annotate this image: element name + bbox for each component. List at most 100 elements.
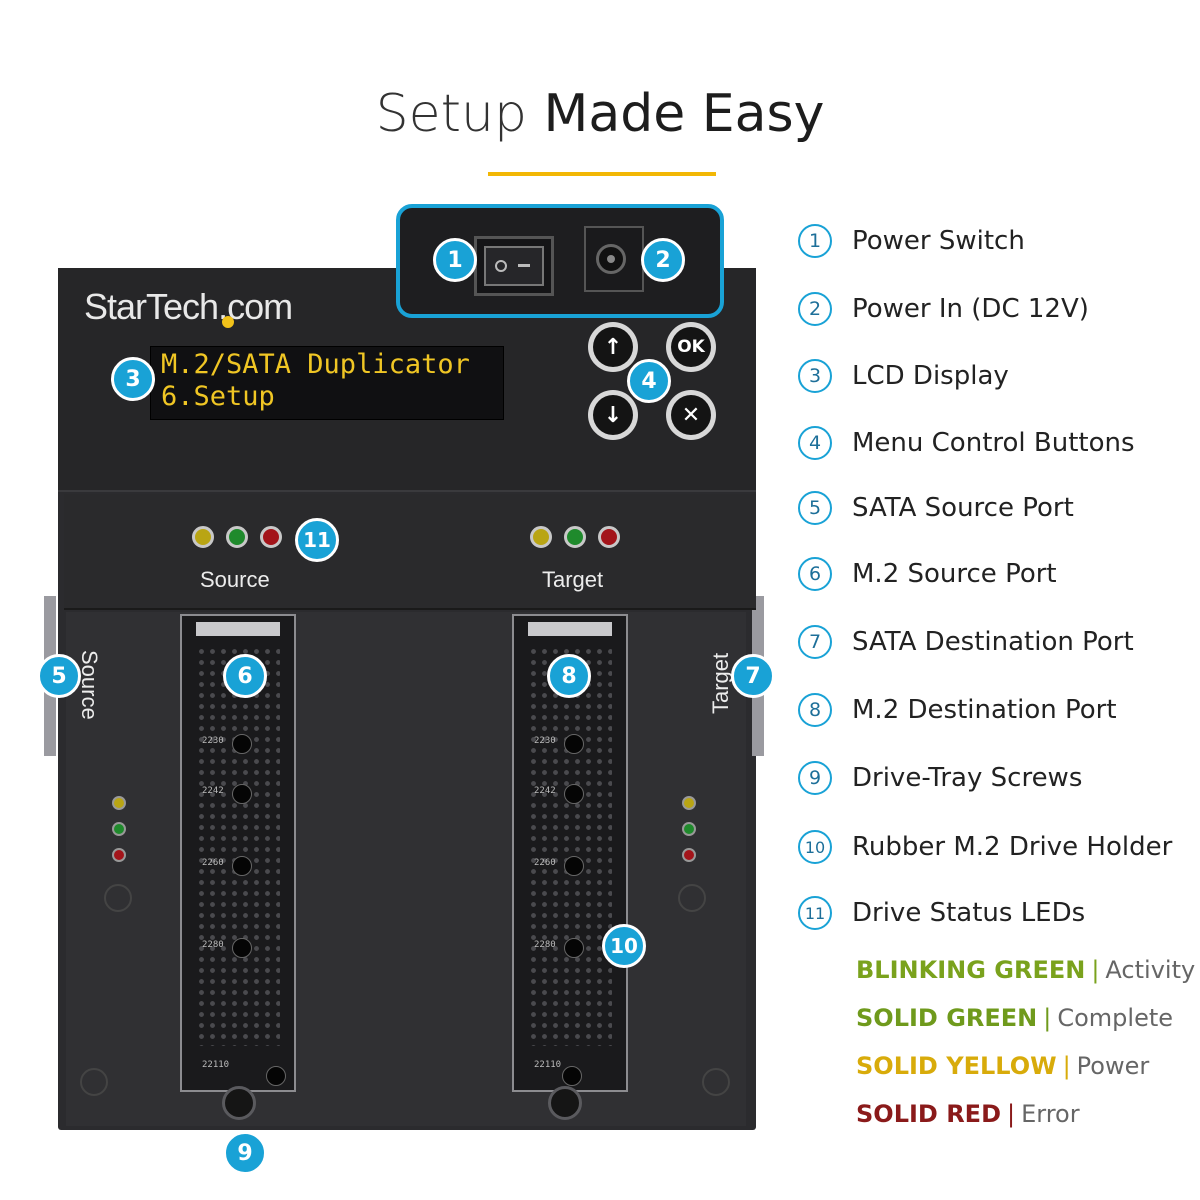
legend-label: Rubber M.2 Drive Holder [852,832,1173,862]
tray-size-label: 2260 [534,858,556,868]
legend-number: 10 [798,830,832,864]
source-yellow-led [192,526,214,548]
status-key: BLINKING GREEN [856,956,1086,984]
status-key: SOLID RED [856,1100,1001,1128]
up-button[interactable]: ↑ [588,322,638,372]
m2-connector [528,622,612,636]
source-red-led [260,526,282,548]
target-red-led [598,526,620,548]
lcd-line-1: M.2/SATA Duplicator [161,349,470,380]
tray-size-label: 2260 [202,858,224,868]
legend-label: Menu Control Buttons [852,428,1135,458]
legend-item: 7 SATA Destination Port [798,620,1134,664]
legend-label: Drive Status LEDs [852,898,1086,928]
lcd-display: M.2/SATA Duplicator 6.Setup [150,346,504,420]
legend-item: 2 Power In (DC 12V) [798,287,1089,331]
status-separator: | [1091,956,1100,984]
source-tray-screw[interactable] [222,1086,256,1120]
callout-badge-5: 5 [37,654,81,698]
callout-badge-9: 9 [223,1131,267,1175]
status-separator: | [1062,1052,1071,1080]
tray-size-label: 22110 [202,1060,230,1070]
source-side-yellow-led [112,796,126,810]
lcd-line-2: 6.Setup [161,381,275,412]
side-target-label: Target [708,652,733,714]
target-label: Target [542,567,604,592]
tray-size-label: 2242 [202,786,224,796]
switch-off-mark [495,260,507,272]
status-description: Error [1021,1100,1080,1128]
target-tray-screw[interactable] [548,1086,582,1120]
panel-screw [104,884,132,912]
legend-item: 6 M.2 Source Port [798,552,1057,596]
page-title: Setup Made Easy [0,84,1200,144]
legend-label: LCD Display [852,361,1009,391]
target-side-green-led [682,822,696,836]
legend-label: M.2 Destination Port [852,695,1117,725]
rubber-drive-holder [564,938,584,958]
rubber-drive-holder [232,938,252,958]
down-arrow-icon: ↓ [593,395,633,435]
tray-size-label: 2242 [534,786,556,796]
status-key: SOLID GREEN [856,1004,1038,1032]
legend-item: 11 Drive Status LEDs [798,891,1085,935]
drive-bay-panel [66,612,746,1126]
callout-badge-8: 8 [547,654,591,698]
standoff-hole [232,784,252,804]
panel-screw [702,1068,730,1096]
cancel-button[interactable]: ✕ [666,390,716,440]
status-separator: | [1006,1100,1016,1128]
m2-connector [196,622,280,636]
source-side-red-led [112,848,126,862]
down-button[interactable]: ↓ [588,390,638,440]
callout-badge-4: 4 [627,359,671,403]
status-legend-row: SOLID RED|Error [856,1100,1080,1128]
callout-badge-1: 1 [433,238,477,282]
source-green-led [226,526,248,548]
legend-number: 4 [798,426,832,460]
legend-number: 11 [798,896,832,930]
status-legend-row: SOLID YELLOW|Power [856,1052,1149,1080]
tray-size-label: 2230 [202,736,224,746]
source-side-green-led [112,822,126,836]
title-part-2: Made Easy [543,84,825,144]
ok-button[interactable]: OK [666,322,716,372]
tray-size-label: 2280 [534,940,556,950]
title-part-1: Setup [375,84,527,144]
legend-number: 7 [798,625,832,659]
legend-number: 9 [798,761,832,795]
brand-logo-dot [222,316,234,328]
tray-grip-pattern [196,646,280,1046]
legend-number: 8 [798,693,832,727]
callout-badge-3: 3 [111,357,155,401]
switch-on-mark [518,264,530,267]
legend-item: 5 SATA Source Port [798,486,1074,530]
dc-jack-ring [596,244,626,274]
status-led-panel [64,494,756,610]
panel-screw [678,884,706,912]
panel-screw [80,1068,108,1096]
legend-item: 1 Power Switch [798,219,1025,263]
callout-badge-10: 10 [602,924,646,968]
status-description: Complete [1057,1004,1174,1032]
standoff-hole [562,1066,582,1086]
callout-badge-11: 11 [295,518,339,562]
status-legend-row: SOLID GREEN|Complete [856,1004,1173,1032]
legend-label: Power In (DC 12V) [852,294,1089,324]
status-legend-row: BLINKING GREEN|Activity [856,956,1195,984]
power-switch-rocker [484,246,544,286]
tray-size-label: 2230 [534,736,556,746]
legend-item: 9 Drive-Tray Screws [798,756,1082,800]
legend-number: 2 [798,292,832,326]
standoff-hole [232,856,252,876]
legend-number: 6 [798,557,832,591]
tray-size-label: 2280 [202,940,224,950]
callout-badge-2: 2 [641,238,685,282]
legend-label: Power Switch [852,226,1025,256]
legend-number: 1 [798,224,832,258]
legend-item: 3 LCD Display [798,354,1009,398]
brand-logo: StarTech.com [84,286,293,327]
legend-label: Drive-Tray Screws [852,763,1083,793]
status-separator: | [1043,1004,1052,1032]
status-description: Power [1076,1052,1150,1080]
